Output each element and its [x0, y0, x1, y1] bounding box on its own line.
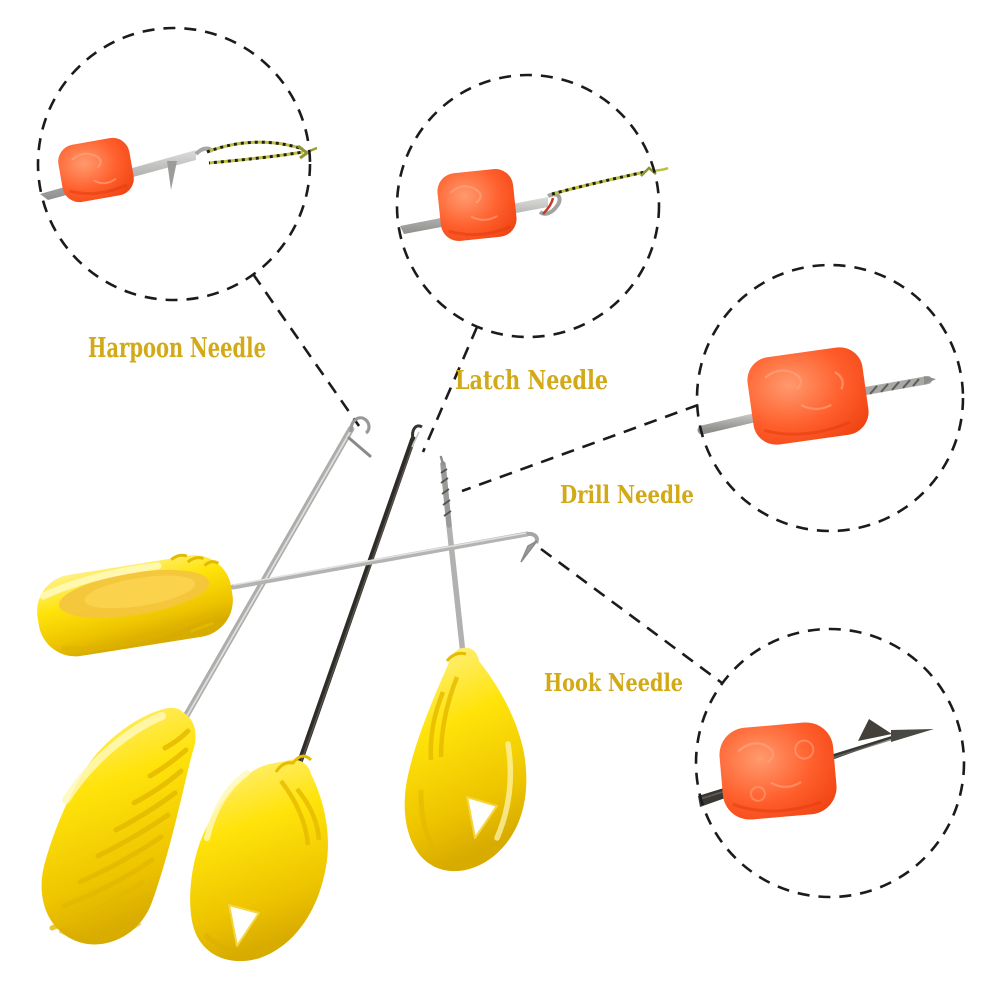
harpoon-callout-circle — [36, 26, 312, 302]
drill-label: Drill Needle — [560, 480, 694, 509]
latch-needle-tool-shaft — [294, 424, 423, 773]
hook-tip-point — [520, 540, 538, 563]
drill-bit — [856, 376, 936, 396]
handle-ridges — [49, 728, 191, 931]
bait-stop — [58, 137, 134, 203]
harpoon-label: Harpoon Needle — [88, 333, 266, 364]
latch-label: Latch Needle — [455, 366, 608, 396]
harpoon-detail-photo — [40, 137, 318, 203]
harpoon-needle-handle — [41, 707, 196, 945]
hook-needle-handle — [37, 553, 233, 657]
drill-callout: Drill Needle — [461, 263, 965, 533]
hook-point — [891, 729, 934, 742]
hook-barb — [858, 719, 892, 741]
bait-stop — [437, 168, 517, 242]
bait-stop — [719, 722, 837, 820]
drill-tip — [439, 455, 445, 466]
bait-stop — [747, 347, 869, 445]
latch-leader-line — [421, 326, 479, 453]
latch-tip-groove — [411, 431, 420, 448]
hook-leader-line — [540, 547, 723, 685]
handle-triangle-hole — [228, 904, 260, 947]
harpoon-leader-line — [251, 273, 361, 427]
latch-tip-hook — [411, 424, 423, 440]
hook-callout: Hook Needle — [540, 547, 966, 899]
harpoon-tip-gate — [347, 436, 372, 458]
latch-needle-handle — [190, 754, 328, 962]
hook-label: Hook Needle — [544, 668, 683, 697]
harpoon-barb — [167, 161, 177, 190]
drill-callout-circle — [695, 263, 965, 533]
hook-callout-circle — [694, 627, 966, 899]
drill-detail-photo — [697, 347, 936, 445]
drill-needle-handle — [404, 647, 527, 872]
drill-leader-line — [461, 403, 699, 493]
latch-callout: Latch Needle — [395, 73, 669, 453]
latch-detail-photo — [400, 166, 669, 242]
hook-detail-photo — [698, 719, 934, 820]
handle-triangle-hole — [466, 796, 498, 839]
braided-line-loop — [206, 140, 318, 165]
harpoon-callout: Harpoon Needle — [36, 26, 361, 427]
harpoon-tip-hook — [349, 416, 371, 435]
latch-callout-circle — [395, 73, 661, 339]
hook-needle-tool-shaft — [230, 531, 539, 590]
